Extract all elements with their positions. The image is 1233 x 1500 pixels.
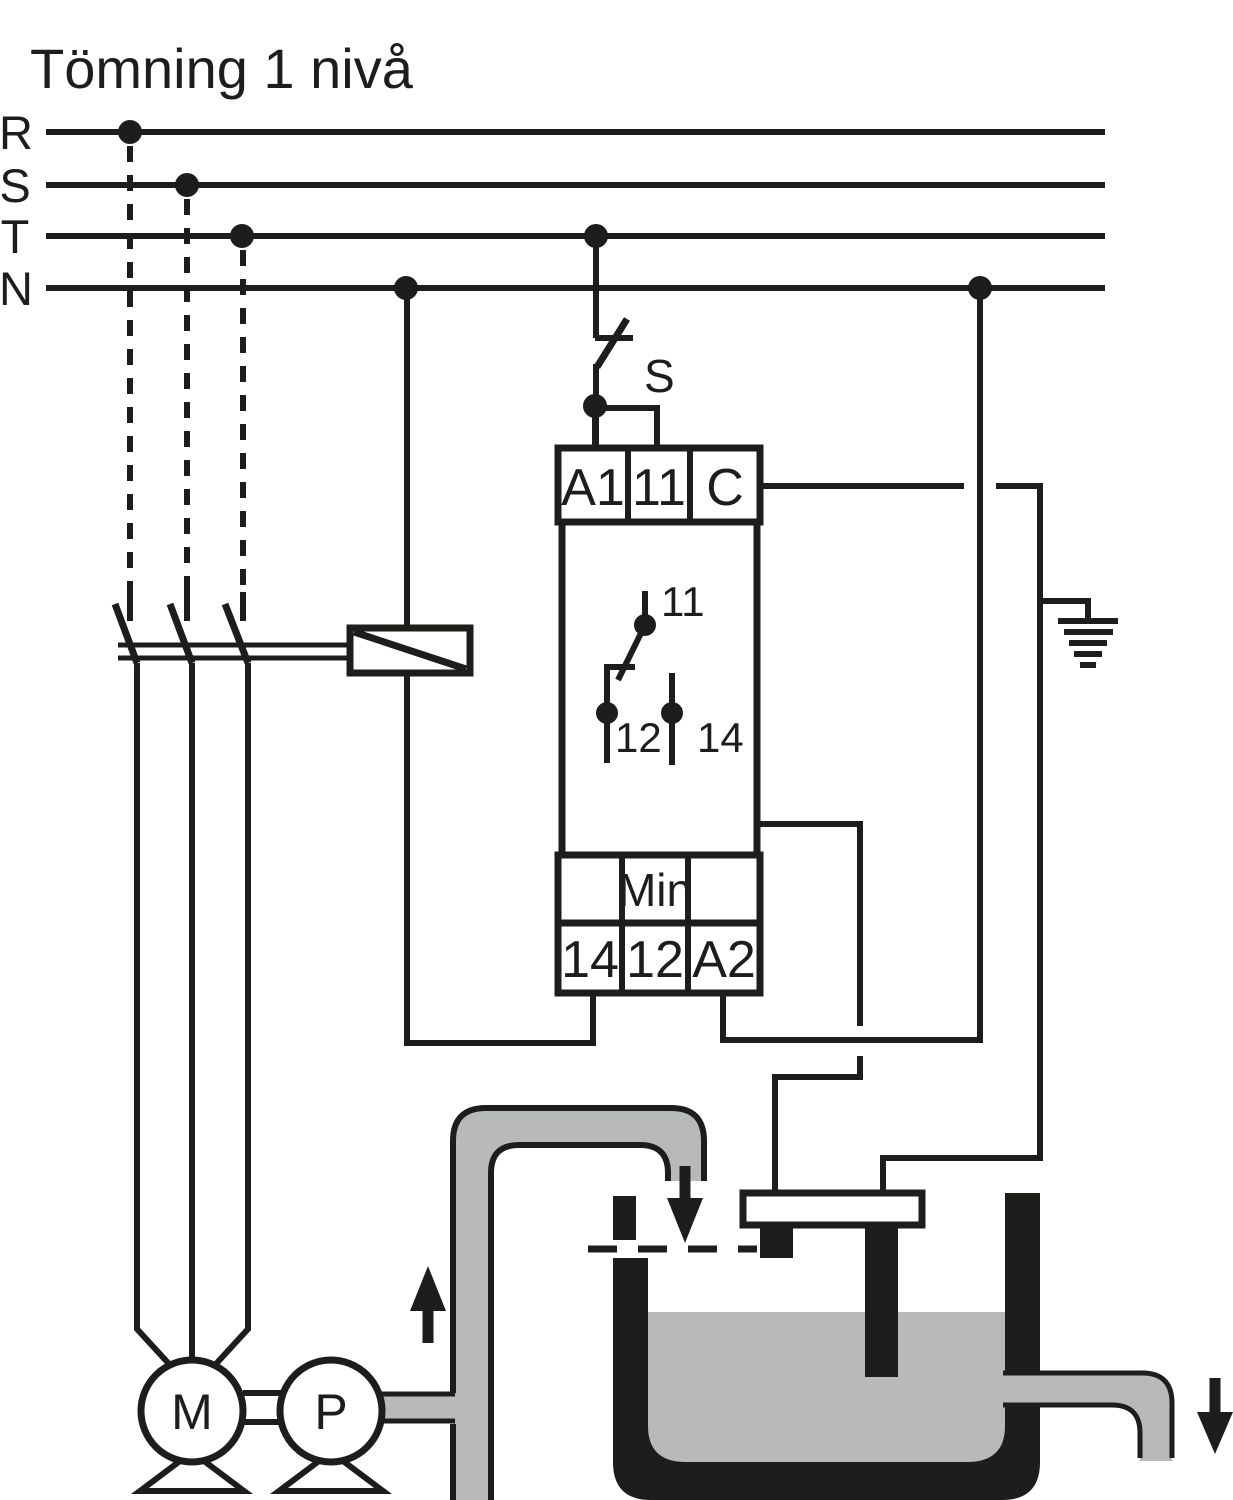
level-relay: A1 11 C Min 14 12 A2 11 12 14 [554, 406, 764, 997]
ground-branch-wire [1040, 598, 1091, 618]
junction-dot [968, 276, 992, 300]
motor-feed-wires [134, 663, 251, 1368]
electrode-holder [739, 1189, 926, 1229]
riser-pipe-body [453, 1108, 704, 1500]
tank [588, 1193, 1233, 1500]
min-electrode [760, 1225, 793, 1258]
phase-label-r: R [0, 106, 33, 159]
diagram-title: Tömning 1 nivå [30, 37, 414, 100]
tank-left-wall-top [613, 1196, 636, 1240]
junction-dot [230, 224, 254, 248]
pump-label: P [314, 1384, 347, 1440]
contact-label-12: 12 [615, 714, 662, 761]
branch-wire-to-terminal-11 [595, 405, 660, 448]
tank-outlet-pipe-edge [1003, 1402, 1143, 1458]
min-cell-label: Min [618, 864, 692, 916]
switch-blade [594, 317, 630, 369]
contact-label-14: 14 [697, 714, 744, 761]
relay-body [558, 518, 761, 859]
flow-up-arrow-icon [410, 1266, 446, 1311]
contact-12-bracket [604, 664, 635, 712]
pump-symbol [276, 1356, 386, 1466]
contact-label-11: 11 [661, 578, 705, 625]
contactor-contact-blade-3 [221, 602, 252, 665]
coil-return-wire-to-terminal-14 [404, 673, 596, 1046]
motor-foot [131, 1448, 253, 1494]
flow-arrows-in [410, 1166, 703, 1343]
switch-label: S [644, 350, 675, 402]
relay-internal-contact: 11 12 14 [596, 578, 744, 765]
contactor-contact-blade-2 [166, 602, 196, 665]
phase-label-s: S [0, 159, 31, 212]
c-electrode-wire [880, 483, 1043, 1194]
neutral-label-n: N [0, 262, 33, 315]
terminal-c-label: C [706, 459, 744, 517]
riser-pipe-outline [488, 1142, 671, 1500]
contactor-contact-blade-1 [111, 602, 141, 665]
phase-label-t: T [1, 210, 30, 263]
terminal-14-label: 14 [561, 931, 619, 989]
tank-left-wall [613, 1258, 648, 1448]
a2-neutral-wire [720, 290, 983, 1043]
reference-electrode [865, 1225, 898, 1377]
motor-wire-1 [134, 663, 173, 1368]
contact-point-11 [634, 614, 656, 636]
pump-foot [270, 1448, 392, 1494]
terminal-a1-label: A1 [561, 459, 625, 517]
pump-discharge-pipe [378, 1105, 707, 1500]
terminal-11-label: 11 [632, 459, 686, 517]
power-bus: R S T N [0, 106, 1105, 315]
inflow-down-arrow-icon [667, 1198, 703, 1243]
contact-point-14 [661, 702, 683, 724]
terminal-12-label: 12 [626, 931, 684, 989]
junction-dot [394, 276, 418, 300]
pump-outlet-pipe [378, 1396, 456, 1421]
junction-dot [175, 173, 199, 197]
electrode-assembly [739, 1189, 926, 1377]
earth-ground-icon [1040, 598, 1118, 668]
outflow-down-arrow-icon [1197, 1412, 1233, 1454]
contactor [111, 290, 596, 1046]
motor-label: M [171, 1384, 213, 1440]
contactor-coil-diagonal [352, 628, 468, 673]
junction-dot [118, 120, 142, 144]
relay-min-row [554, 851, 764, 927]
min-signal-wire [772, 1056, 863, 1194]
tank-outlet-pipe-edge [1003, 1370, 1175, 1458]
tank-water [648, 1312, 1005, 1462]
phase-drops [127, 146, 246, 621]
motor-symbol [137, 1356, 247, 1466]
contact-point-12 [596, 702, 618, 724]
riser-pipe-outline [450, 1105, 707, 1393]
motor-wire-3 [212, 663, 251, 1368]
motor-pump-unit: M P [131, 1356, 392, 1494]
junction-dot [584, 224, 608, 248]
terminal-a2-label: A2 [692, 931, 756, 989]
tank-outlet-pipe [1003, 1373, 1172, 1461]
relay-bottom-terminal-row [554, 919, 764, 997]
relay-top-terminal-row [554, 444, 764, 526]
tank-right-wall [1005, 1193, 1040, 1373]
